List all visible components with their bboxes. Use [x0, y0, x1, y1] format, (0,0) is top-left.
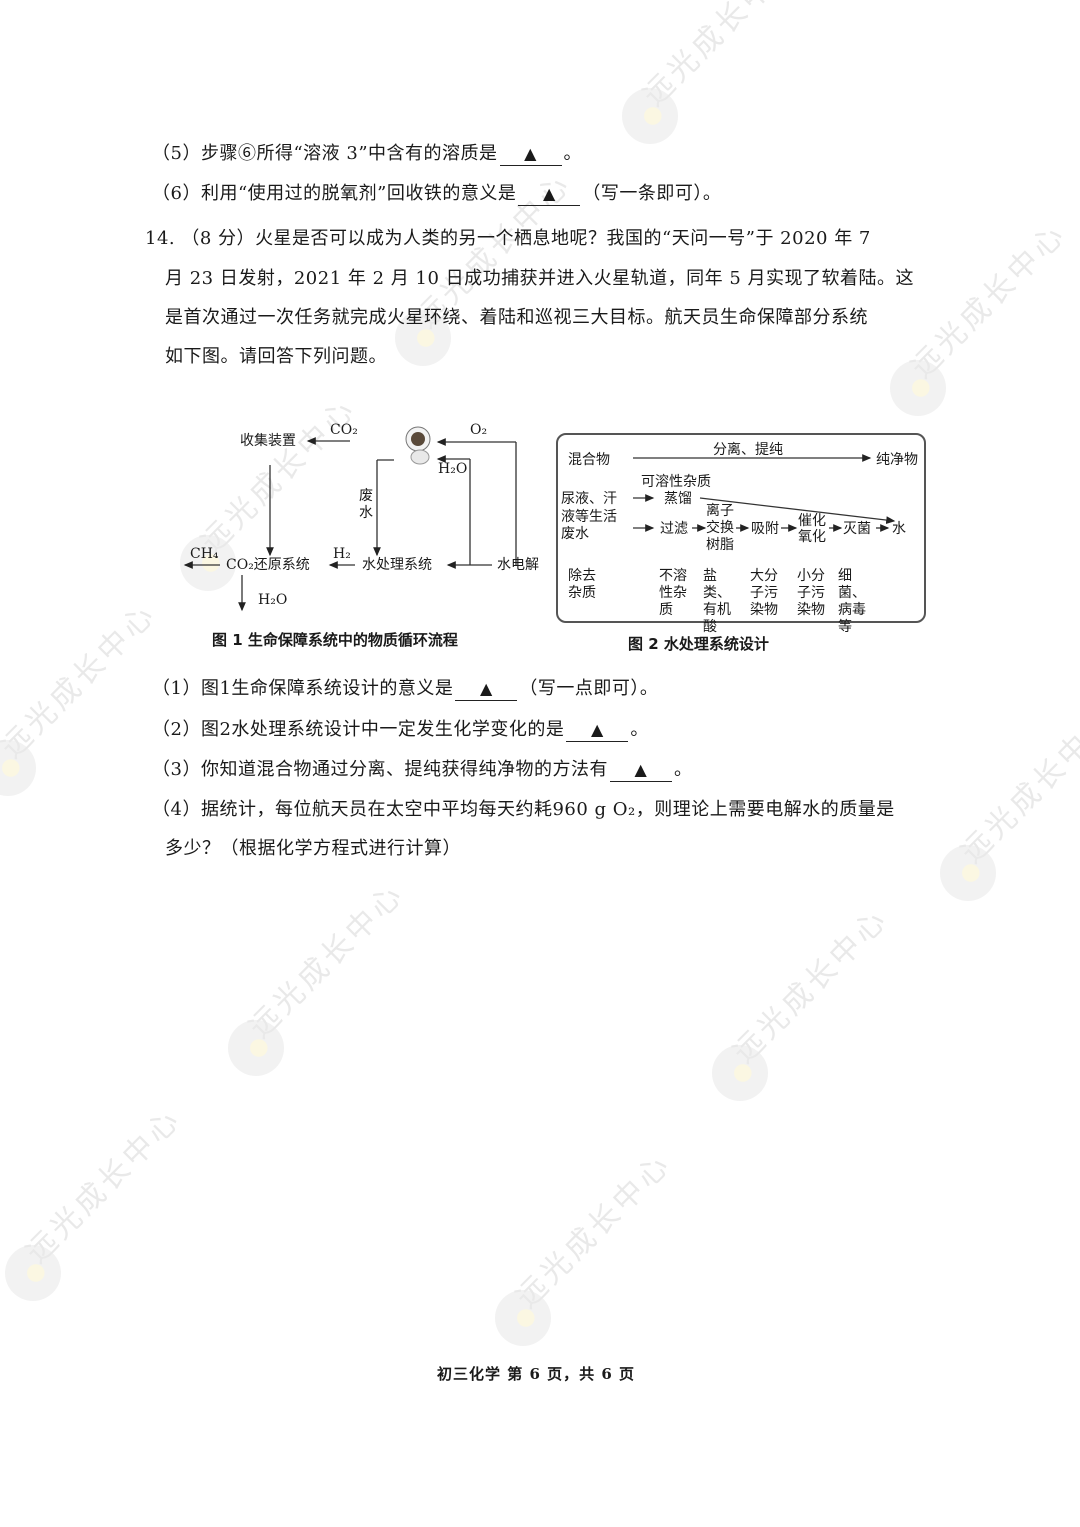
question-14-line-1: 14. （8 分）火星是否可以成为人类的另一个栖息地呢？我国的“天问一号”于 2…: [145, 228, 871, 249]
label-ch4: CH₄: [190, 546, 219, 562]
source-line-3: 废水: [561, 526, 589, 542]
sun-logo-icon: [940, 845, 996, 901]
node-water-treatment: 水处理系统: [362, 557, 432, 573]
removed-bacteria: 细菌、病毒等: [838, 568, 866, 635]
triangle-mark-icon: ▲: [591, 720, 604, 739]
label-h2o-out: H₂O: [258, 592, 288, 608]
question-number: 14.: [145, 228, 176, 249]
label-pure-substance: 纯净物: [876, 452, 918, 468]
answer-blank[interactable]: ▲: [455, 678, 518, 701]
sub-question-4-continued: 多少？（根据化学方程式进行计算）: [165, 838, 461, 859]
question-6: （6）利用“使用过的脱氧剂”回收铁的意义是▲（写一条即可）。: [152, 183, 722, 206]
step-sterilize: 灭菌: [843, 521, 871, 537]
sun-logo-icon: [622, 88, 678, 144]
step-distill: 蒸馏: [664, 491, 692, 507]
answer-blank[interactable]: ▲: [566, 719, 629, 742]
label-co2: CO₂: [330, 422, 358, 438]
removed-small: 小分子污染物: [797, 568, 825, 618]
question-14-line-4: 如下图。请回答下列问题。: [165, 346, 387, 367]
figure-1-diagram: 收集装置 CO₂ O₂ H₂O 废 水 CH₄ CO₂还原系统 H₂ 水处理系统…: [180, 415, 550, 615]
sun-logo-icon: [0, 740, 36, 796]
step-adsorb: 吸附: [751, 521, 779, 537]
remove-label-1: 除去: [568, 568, 596, 584]
removed-insoluble: 不溶性杂质: [659, 568, 687, 618]
question-14-line-2: 月 23 日发射，2021 年 2 月 10 日成功捕获并进入火星轨道，同年 5…: [165, 268, 915, 289]
removed-macro: 大分子污染物: [750, 568, 778, 618]
figure-2-arrows: [633, 454, 896, 532]
triangle-mark-icon: ▲: [634, 760, 648, 779]
answer-blank[interactable]: ▲: [518, 183, 581, 206]
sub-question-1: （1）图1生命保障系统设计的意义是▲（写一点即可）。: [152, 678, 659, 701]
result-water: 水: [892, 521, 906, 537]
node-collector: 收集装置: [240, 433, 296, 449]
label-soluble-impurity: 可溶性杂质: [641, 474, 711, 490]
removed-salts: 盐类、有机酸: [703, 568, 731, 635]
step-catalytic-oxidation: 催化氧化: [798, 513, 826, 545]
source-line-1: 尿液、汗: [561, 491, 617, 507]
label-waste-water: 废: [359, 488, 373, 504]
sub-question-2: （2）图2水处理系统设计中一定发生化学变化的是▲。: [152, 719, 649, 742]
sub-question-3: （3）你知道混合物通过分离、提纯获得纯净物的方法有▲。: [152, 759, 693, 782]
label-separate-purify: 分离、提纯: [713, 442, 783, 458]
source-line-2: 液等生活: [561, 509, 617, 525]
figure-2-caption: 图 2 水处理系统设计: [628, 635, 769, 653]
label-waste-water: 水: [359, 505, 373, 521]
answer-blank[interactable]: ▲: [609, 759, 672, 782]
page-footer: 初三化学 第 6 页，共 6 页: [437, 1365, 635, 1383]
sun-logo-icon: [890, 360, 946, 416]
label-o2: O₂: [470, 422, 488, 438]
figure-1-caption: 图 1 生命保障系统中的物质循环流程: [212, 631, 458, 649]
figure-2-diagram: 混合物 分离、提纯 纯净物 可溶性杂质 尿液、汗 液等生活 废水 蒸馏 过滤 离…: [556, 433, 926, 635]
sub-question-4: （4）据统计，每位航天员在太空中平均每天约耗960 g O₂，则理论上需要电解水…: [152, 799, 895, 820]
question-5: （5）步骤⑥所得“溶液 3”中含有的溶质是▲。: [152, 143, 583, 166]
sun-logo-icon: [712, 1045, 768, 1101]
node-electrolysis: 水电解: [497, 557, 539, 573]
question-score: （8 分）: [181, 228, 256, 249]
sun-logo-icon: [495, 1290, 551, 1346]
label-h2o-up: H₂O: [438, 461, 468, 477]
triangle-mark-icon: ▲: [542, 184, 556, 203]
sun-logo-icon: [228, 1020, 284, 1076]
node-co2-reduction: CO₂还原系统: [226, 557, 310, 573]
sun-logo-icon: [5, 1245, 61, 1301]
answer-blank[interactable]: ▲: [499, 143, 562, 166]
triangle-mark-icon: ▲: [524, 144, 537, 163]
triangle-mark-icon: ▲: [480, 679, 493, 698]
label-mixture: 混合物: [568, 452, 610, 468]
question-14-line-3: 是首次通过一次任务就完成火星环绕、着陆和巡视三大目标。航天员生命保障部分系统: [165, 307, 868, 328]
step-ion-exchange: 离子交换树脂: [706, 503, 734, 553]
label-h2: H₂: [333, 546, 351, 562]
step-filter: 过滤: [660, 521, 688, 537]
figure-1-arrows: [183, 426, 517, 612]
astronaut-icon: [405, 426, 431, 465]
remove-label-2: 杂质: [568, 585, 596, 601]
